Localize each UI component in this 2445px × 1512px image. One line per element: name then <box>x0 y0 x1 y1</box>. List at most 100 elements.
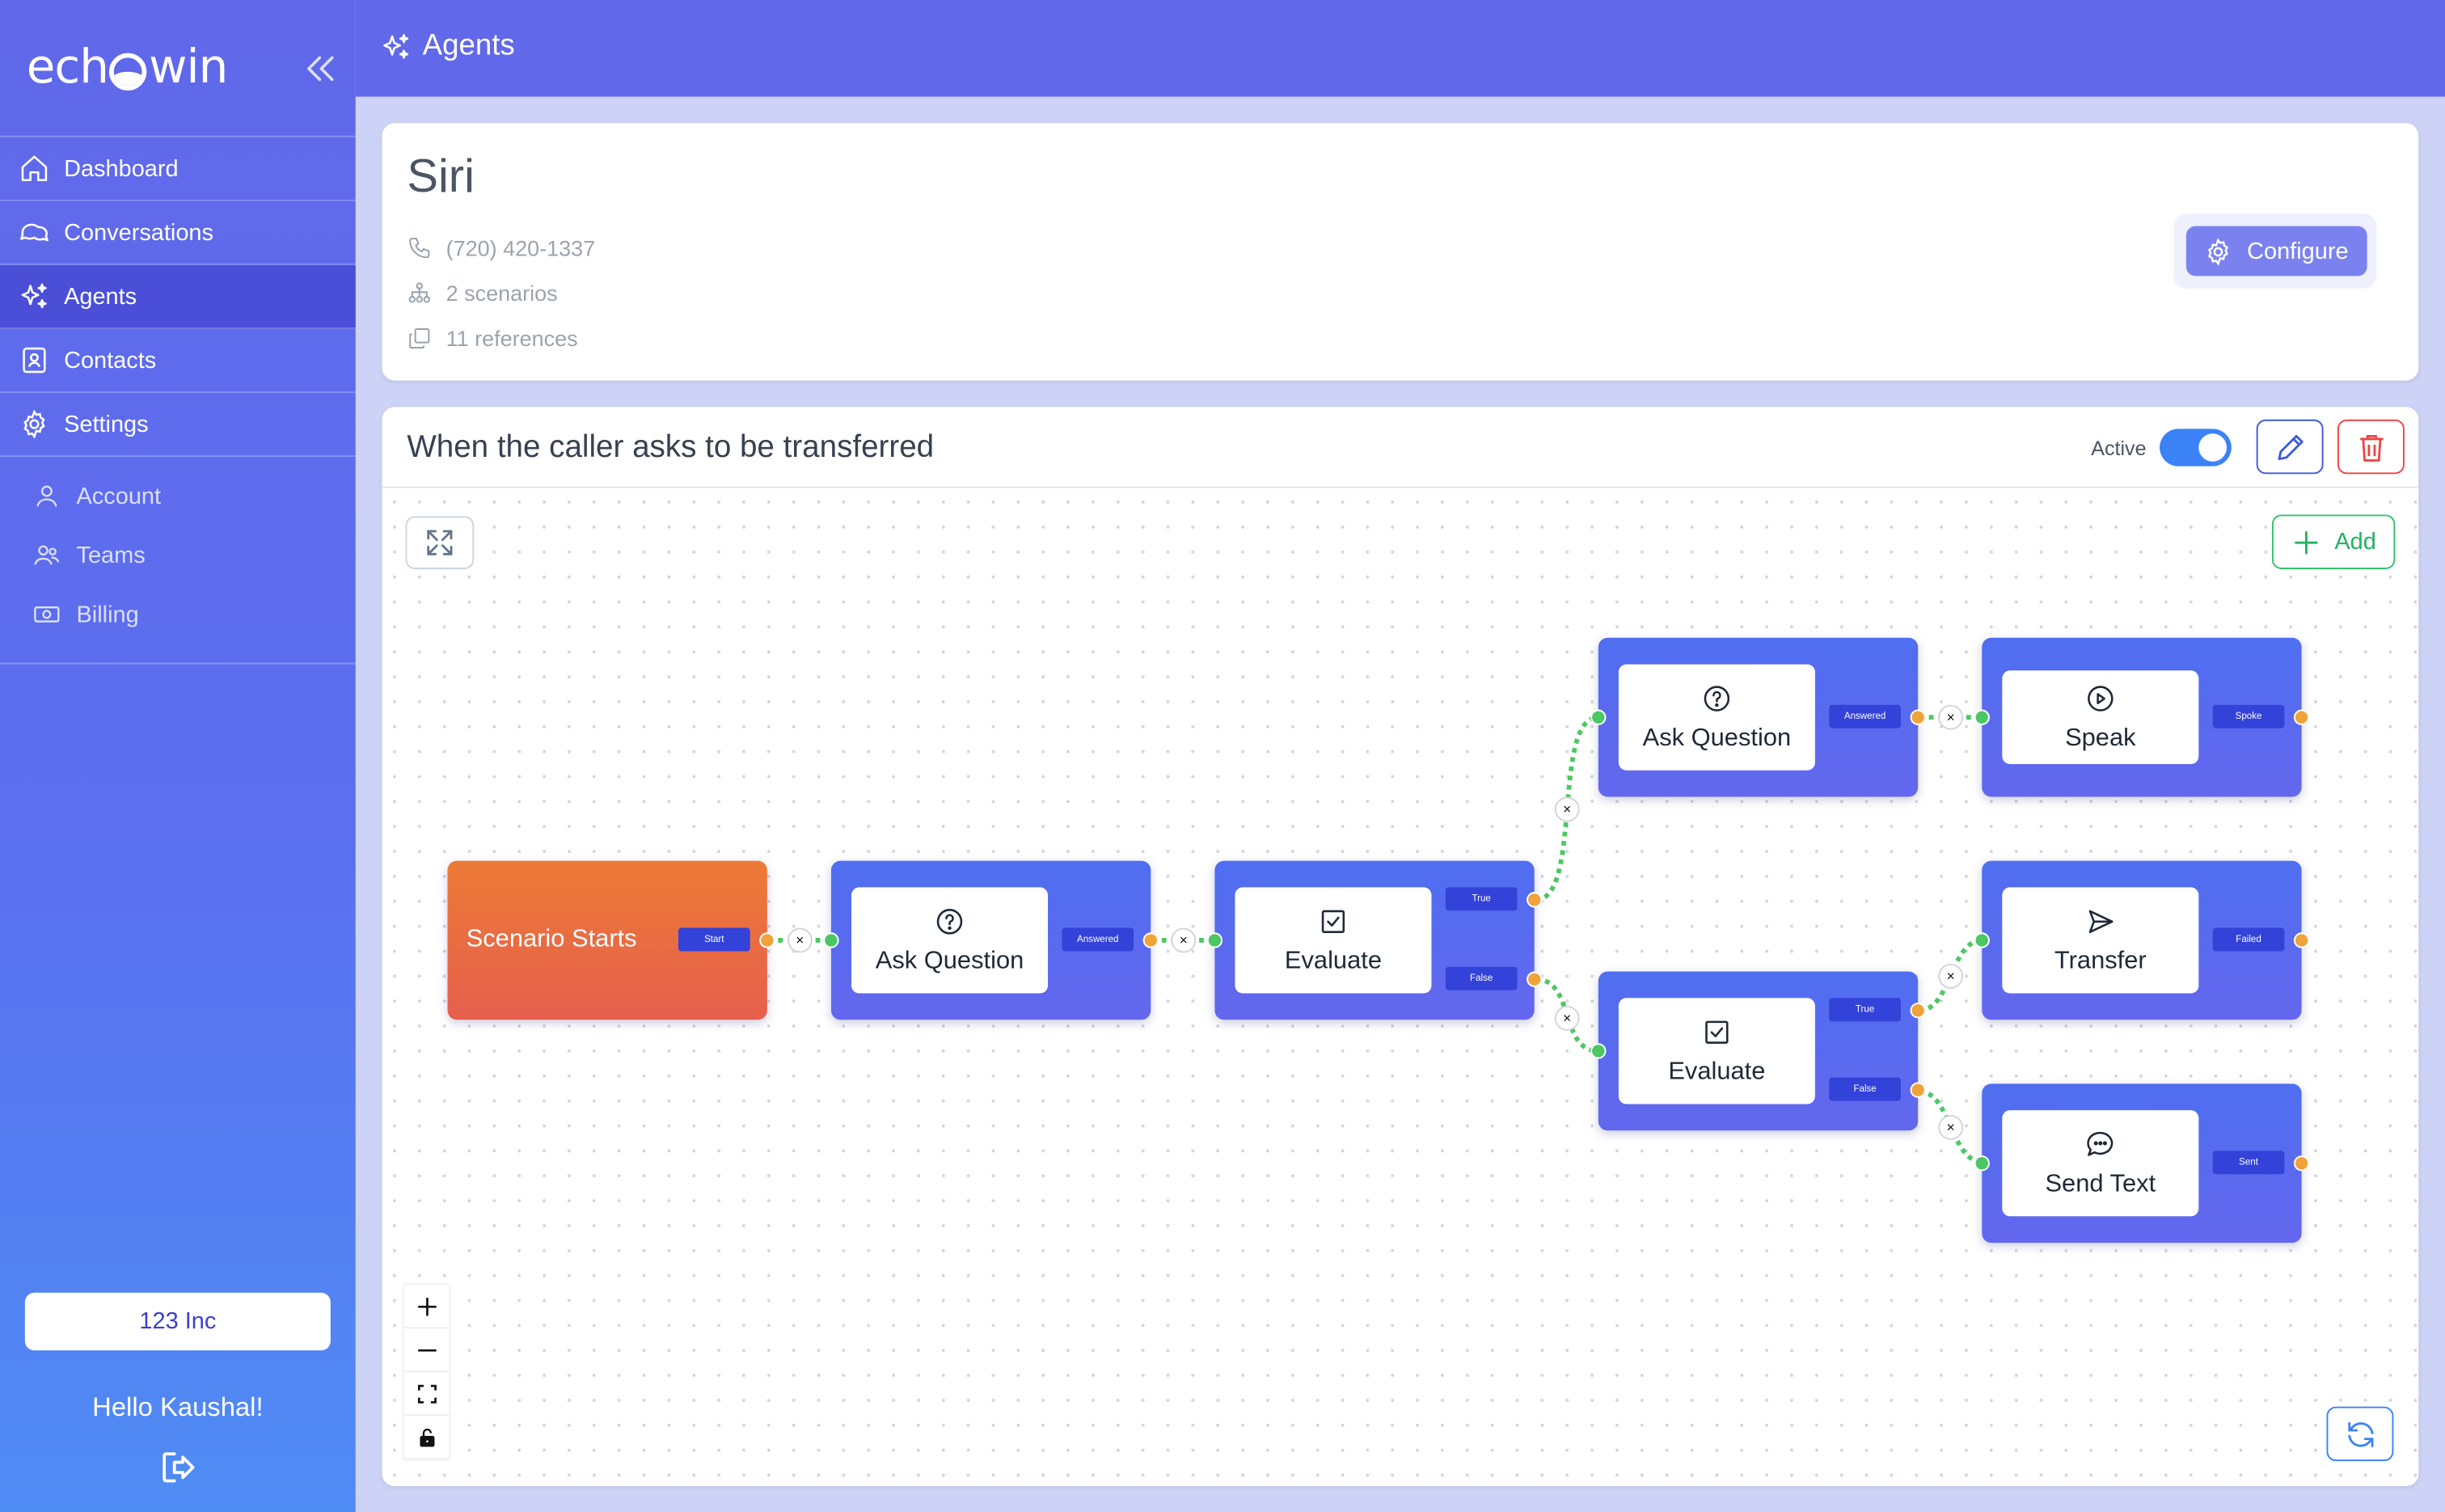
active-label: Active <box>2091 437 2147 460</box>
node-transfer[interactable]: Transfer Failed <box>1974 860 2310 1020</box>
output-handle[interactable] <box>1527 892 1543 908</box>
input-handle[interactable] <box>1974 1155 1990 1172</box>
node-label: Evaluate <box>1284 947 1382 974</box>
output-handle[interactable] <box>1142 932 1159 948</box>
input-handle[interactable] <box>1974 709 1990 725</box>
node-label: Send Text <box>2045 1170 2156 1197</box>
remove-edge-button[interactable]: × <box>1938 1114 1964 1140</box>
pencil-icon <box>2277 433 2303 460</box>
nav-item-dashboard[interactable]: Dashboard <box>0 137 356 201</box>
node-ask-question[interactable]: Ask Question Answered <box>1590 637 1926 797</box>
gear-icon <box>2207 237 2228 265</box>
node-send-text[interactable]: Send Text Sent <box>1974 1083 2310 1244</box>
output-true: True <box>1445 887 1518 911</box>
edit-scenario-button[interactable] <box>2256 419 2324 475</box>
add-label: Add <box>2334 528 2376 555</box>
nav-item-settings[interactable]: Settings <box>0 393 356 458</box>
zoom-controls <box>403 1285 450 1460</box>
input-handle[interactable] <box>1590 709 1607 725</box>
sparkles-icon <box>383 34 409 59</box>
node-body: Send Text <box>2002 1110 2199 1217</box>
output-handle[interactable] <box>1910 1003 1926 1019</box>
input-handle[interactable] <box>823 932 839 948</box>
agent-phone: (720) 420-1337 <box>407 235 595 260</box>
output-handle[interactable] <box>2293 709 2310 725</box>
nav-item-agents[interactable]: Agents <box>0 264 356 329</box>
nav-item-contacts[interactable]: Contacts <box>0 329 356 394</box>
node-label: Speak <box>2065 724 2136 751</box>
node-label: Ask Question <box>1642 724 1792 751</box>
nav-item-conversations[interactable]: Conversations <box>0 201 356 265</box>
logout-icon[interactable] <box>158 1447 198 1488</box>
output-handle[interactable] <box>1910 1082 1926 1098</box>
subnav-item-teams[interactable]: Teams <box>0 526 356 585</box>
lock-button[interactable] <box>403 1416 450 1460</box>
node-body: Transfer <box>2002 887 2199 994</box>
agent-name: Siri <box>407 151 475 203</box>
checkbox-icon <box>1705 1020 1729 1043</box>
input-handle[interactable] <box>1974 932 1990 948</box>
logo-o-icon <box>109 52 148 90</box>
output-true: True <box>1829 998 1901 1022</box>
agent-phone-text: (720) 420-1337 <box>446 235 596 261</box>
banknote-icon <box>34 606 60 623</box>
remove-edge-button[interactable]: × <box>1938 704 1964 730</box>
node-body: Evaluate <box>1618 998 1815 1104</box>
configure-label: Configure <box>2247 238 2349 264</box>
delete-scenario-button[interactable] <box>2337 419 2405 475</box>
active-toggle[interactable] <box>2160 429 2232 467</box>
remove-edge-button[interactable]: × <box>1938 963 1964 989</box>
node-evaluate[interactable]: Evaluate True False <box>1590 971 1926 1131</box>
contact-card-icon <box>23 347 46 374</box>
workflow-icon <box>408 282 431 303</box>
output-handle[interactable] <box>759 932 775 948</box>
configure-button[interactable]: Configure <box>2185 226 2367 277</box>
remove-edge-button[interactable]: × <box>1171 927 1197 953</box>
organization-button[interactable]: 123 Inc <box>24 1292 331 1351</box>
logo-text-left: ech <box>26 40 109 95</box>
remove-edge-button[interactable]: × <box>787 927 813 953</box>
zoom-in-button[interactable] <box>403 1285 450 1329</box>
output-handle[interactable] <box>2293 932 2310 948</box>
trash-icon <box>2359 433 2383 461</box>
node-ask-question[interactable]: Ask Question Answered <box>823 860 1159 1020</box>
node-speak[interactable]: Speak Spoke <box>1974 637 2310 797</box>
zoom-out-button[interactable] <box>403 1328 450 1373</box>
gear-icon <box>23 409 45 439</box>
subnav-item-account[interactable]: Account <box>0 467 356 526</box>
scenario-header: When the caller asks to be transferred A… <box>382 407 2419 488</box>
output-handle[interactable] <box>2293 1155 2310 1172</box>
collapse-sidebar-icon[interactable] <box>302 50 340 87</box>
node-evaluate[interactable]: Evaluate True False <box>1206 860 1543 1020</box>
output-spoke: Spoke <box>2212 704 2285 729</box>
output-sent: Sent <box>2212 1151 2285 1175</box>
node-body: Evaluate <box>1235 887 1432 994</box>
output-handle[interactable] <box>1527 971 1543 987</box>
fit-view-button[interactable] <box>403 1372 450 1417</box>
output-handle[interactable] <box>1910 709 1926 725</box>
scenario-panel: When the caller asks to be transferred A… <box>382 407 2419 1486</box>
node-body: Ask Question <box>851 887 1049 994</box>
agent-card: Siri (720) 420-1337 2 scenarios 11 refer… <box>382 123 2419 381</box>
settings-subnav: Account Teams Billing <box>0 457 356 665</box>
input-handle[interactable] <box>1590 1043 1607 1059</box>
nav-label: Agents <box>64 283 137 310</box>
output-false: False <box>1445 966 1518 990</box>
fullscreen-button[interactable] <box>405 516 475 569</box>
refresh-button[interactable] <box>2326 1406 2394 1462</box>
nav-label: Conversations <box>64 218 214 246</box>
node-label: Ask Question <box>875 947 1024 974</box>
input-handle[interactable] <box>1206 932 1223 948</box>
remove-edge-button[interactable]: × <box>1554 796 1580 822</box>
add-node-button[interactable]: Add <box>2271 514 2396 569</box>
node-body: Speak <box>2002 670 2199 765</box>
subnav-item-billing[interactable]: Billing <box>0 585 356 644</box>
toggle-knob <box>2198 433 2228 462</box>
nav-label: Dashboard <box>64 154 179 182</box>
topbar: Agents <box>355 0 2445 97</box>
node-scenario-start[interactable]: Scenario Starts Start <box>447 860 775 1020</box>
minus-icon <box>416 1348 436 1351</box>
remove-edge-button[interactable]: × <box>1554 1005 1580 1031</box>
page-title-text: Agents <box>422 29 515 63</box>
